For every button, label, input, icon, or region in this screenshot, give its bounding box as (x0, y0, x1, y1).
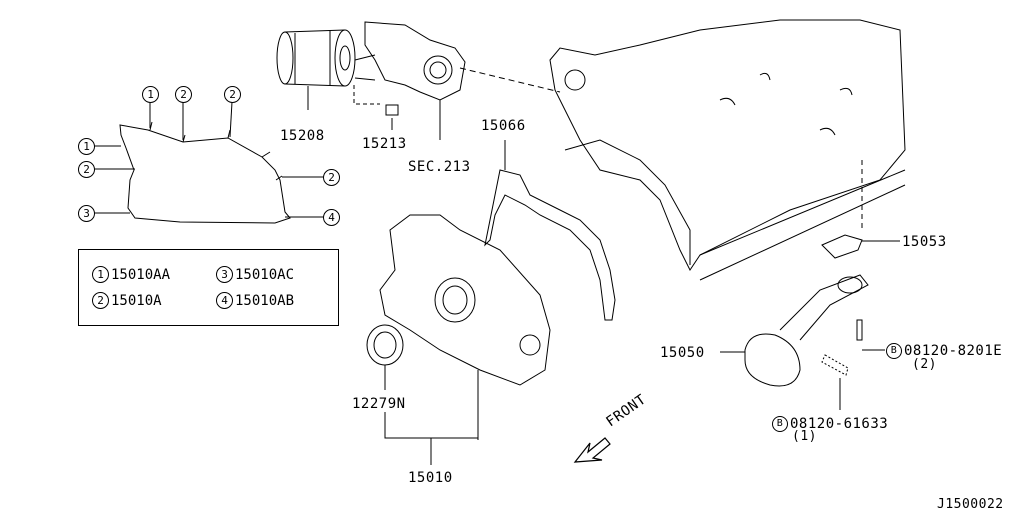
oil-filter-drawing (276, 29, 356, 110)
bolt-a-code: 08120-8201E (904, 343, 1003, 359)
label-bolt-b: B 08120-61633 (772, 416, 888, 432)
callout-2-left: 2 (78, 161, 95, 178)
front-arrow-icon (573, 437, 611, 463)
label-bolt-a: B 08120-8201E (886, 343, 1002, 359)
legend-number: 1 (92, 266, 109, 283)
legend-code: 15010AB (235, 292, 295, 309)
bolt-symbol-icon: B (886, 343, 902, 359)
legend-code: 15010A (111, 292, 162, 309)
callout-1-left: 1 (78, 138, 95, 155)
label-oil-seal: 12279N (352, 396, 406, 412)
filter-bracket-drawing (354, 21, 466, 140)
legend-box: 1 15010AA 3 15010AC 2 15010A 4 15010AB (78, 249, 339, 326)
callout-2-top-right: 2 (224, 86, 241, 103)
oil-pump-drawing (379, 214, 551, 440)
bolt-b-code: 08120-61633 (790, 416, 889, 432)
gasket-leaders (95, 101, 323, 218)
label-oil-filter: 15208 (280, 128, 325, 144)
legend-number: 2 (92, 292, 109, 309)
callout-2-top-mid: 2 (175, 86, 192, 103)
gasket-outline (119, 121, 291, 224)
label-front-gasket: 15066 (481, 118, 526, 134)
label-plug: 15213 (362, 136, 407, 152)
oil-strainer-drawing (720, 274, 869, 387)
legend-item-4: 4 15010AB (216, 292, 294, 309)
label-bolt-a-qty: (2) (912, 357, 937, 372)
label-bolt-b-qty: (1) (792, 429, 817, 444)
callout-2-right: 2 (323, 169, 340, 186)
engine-block-drawing (549, 19, 906, 281)
legend-number: 4 (216, 292, 233, 309)
callout-4-right: 4 (323, 209, 340, 226)
callout-1-top: 1 (142, 86, 159, 103)
plug-drawing (353, 85, 399, 130)
legend-item-2: 2 15010A (92, 292, 162, 309)
label-oil-pump: 15010 (408, 470, 453, 486)
front-gasket-drawing (484, 140, 616, 321)
legend-item-3: 3 15010AC (216, 266, 294, 283)
oil-seal-drawing (366, 324, 404, 390)
legend-number: 3 (216, 266, 233, 283)
bolt-symbol-icon: B (772, 416, 788, 432)
bolt-drawings (821, 319, 885, 410)
diagram-id: J1500022 (937, 497, 1004, 512)
callout-3-left: 3 (78, 205, 95, 222)
legend-code: 15010AA (111, 266, 171, 283)
strainer-gasket-drawing (821, 160, 900, 259)
legend-code: 15010AC (235, 266, 295, 283)
label-section-ref: SEC.213 (408, 159, 471, 175)
label-strainer-gasket: 15053 (902, 234, 947, 250)
legend-item-1: 1 15010AA (92, 266, 170, 283)
label-strainer: 15050 (660, 345, 705, 361)
